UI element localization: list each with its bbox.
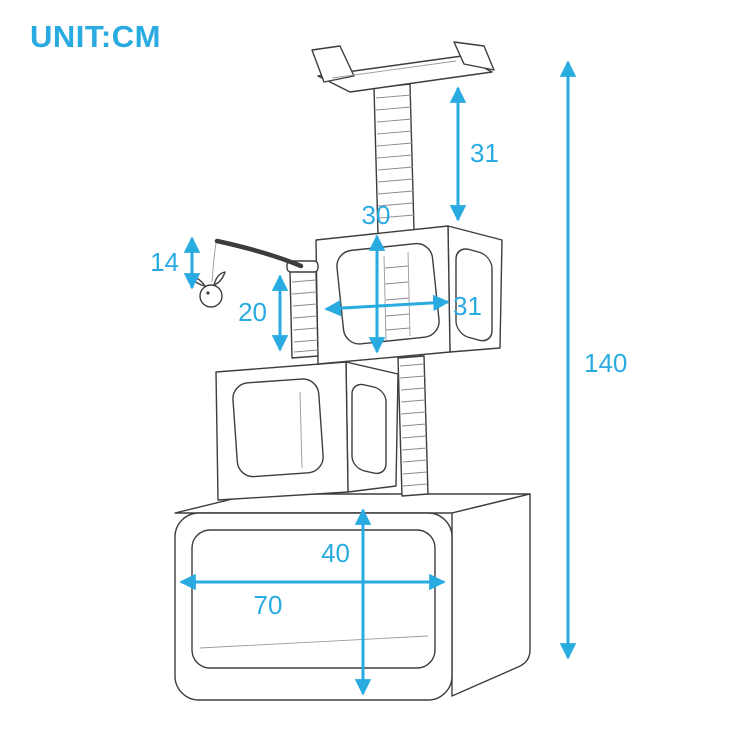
unit-label: UNIT:CM <box>30 19 161 54</box>
middle-cube-front-opening <box>232 378 324 478</box>
top-perch <box>311 41 495 93</box>
perch-deck <box>317 55 493 93</box>
toy-feather-right <box>213 271 226 286</box>
dim-top-cube-width-arrow <box>324 294 450 317</box>
lower-post <box>397 355 429 497</box>
lower-post-texture <box>399 363 428 487</box>
upper-cube-side-opening <box>455 248 493 342</box>
left-post-texture <box>291 279 319 353</box>
box-interior-floor-line <box>199 635 429 649</box>
perch-left-wall <box>311 45 355 83</box>
dim-top-cube-height-label: 30 <box>362 200 391 230</box>
dim-hanging-toy-label: 14 <box>150 247 179 277</box>
dim-base-width-label: 70 <box>254 590 283 620</box>
bottom-box <box>174 493 531 701</box>
dim-overall-height-label: 140 <box>584 348 627 378</box>
dimension-annotations: 31 30 31 20 14 40 70 140 <box>150 60 627 696</box>
middle-cube-side-opening <box>351 383 387 475</box>
dim-base-height-label: 40 <box>321 538 350 568</box>
dim-middle-post-label: 20 <box>238 297 267 327</box>
toy-ball <box>199 284 223 308</box>
dim-top-post-label: 31 <box>470 138 499 168</box>
box-side-face <box>451 493 531 697</box>
dim-top-cube-width-label: 31 <box>453 291 482 321</box>
toy-arm <box>214 238 304 269</box>
middle-cube-interior-line <box>299 391 303 469</box>
perch-right-wall <box>453 41 495 71</box>
center-post-texture <box>375 94 415 219</box>
toy-ball-dot <box>206 291 210 295</box>
middle-cube <box>215 361 399 501</box>
lower-post-body <box>397 355 429 497</box>
box-front-opening <box>191 529 436 669</box>
toy-string <box>211 242 217 283</box>
left-post-body <box>289 269 319 359</box>
left-post-and-toy <box>190 238 319 359</box>
perch-deck-line <box>331 60 457 79</box>
